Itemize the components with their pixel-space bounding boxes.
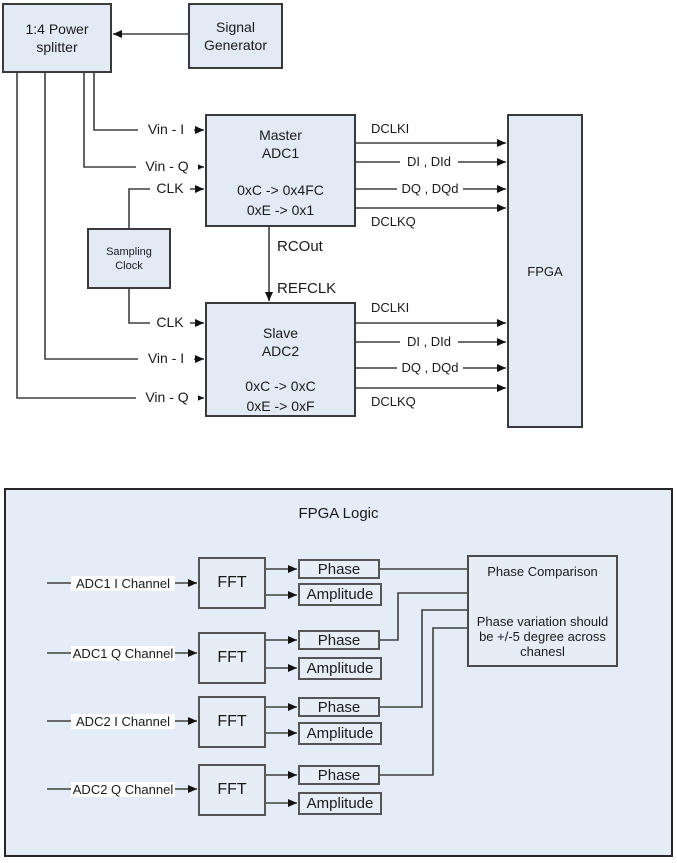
fft-label-2: FFT: [217, 649, 247, 666]
slave-di-label: DI , DId: [400, 334, 458, 349]
amplitude-box-2: Amplitude: [298, 657, 382, 680]
channel-label-adc1-q: ADC1 Q Channel: [71, 646, 175, 661]
fft-box-1: FFT: [198, 557, 266, 609]
fft-label-3: FFT: [217, 713, 247, 730]
clk-slave-label: CLK: [150, 315, 190, 330]
fft-label-4: FFT: [217, 781, 247, 798]
slave-adc2-box: Slave ADC2 0xC -> 0xC 0xE -> 0xF: [205, 302, 356, 417]
sampling-clock-box: Sampling Clock: [87, 228, 171, 289]
phase-label-2: Phase: [317, 631, 361, 649]
phase-comparison-title: Phase Comparison: [487, 564, 598, 579]
channel-label-adc2-i: ADC2 I Channel: [71, 714, 175, 729]
phase-label-4: Phase: [317, 766, 361, 784]
fpga-label: FPGA: [527, 263, 563, 279]
master-adc1-reg1: 0xC -> 0x4FC: [237, 182, 324, 198]
channel-label-adc2-q: ADC2 Q Channel: [71, 782, 175, 797]
fft-box-4: FFT: [198, 764, 266, 816]
phase-box-3: Phase: [298, 697, 380, 717]
power-splitter-box: 1:4 Power splitter: [2, 3, 112, 73]
signal-generator-box: Signal Generator: [188, 3, 283, 69]
signal-generator-label: Signal Generator: [203, 19, 268, 53]
master-adc1-name-line1: Master: [259, 127, 302, 143]
refclk-label: REFCLK: [277, 280, 337, 297]
sampling-clock-label: Sampling Clock: [106, 245, 152, 272]
amplitude-label-2: Amplitude: [306, 660, 374, 677]
master-adc1-box: Master ADC1 0xC -> 0x4FC 0xE -> 0x1: [205, 114, 356, 227]
slave-adc2-name-line1: Slave: [262, 325, 299, 341]
wire-vin-q-master: [83, 73, 204, 171]
fpga-box: FPGA: [507, 114, 583, 428]
fpga-logic-title: FPGA Logic: [298, 505, 379, 522]
phase-label-1: Phase: [317, 560, 361, 578]
master-di-label: DI , DId: [400, 154, 458, 169]
master-dclkq-label: DCLKQ: [371, 214, 416, 229]
fft-box-3: FFT: [198, 696, 266, 748]
vin-i-master-label: Vin - I: [138, 122, 194, 137]
slave-adc2-reg2: 0xE -> 0xF: [246, 398, 315, 414]
vin-q-slave-label: Vin - Q: [136, 390, 198, 405]
vin-i-slave-label: Vin - I: [138, 351, 194, 366]
master-dclki-label: DCLKI: [371, 121, 410, 136]
amplitude-box-3: Amplitude: [298, 722, 382, 745]
amplitude-label-4: Amplitude: [306, 795, 374, 812]
amplitude-label-1: Amplitude: [306, 586, 374, 603]
amplitude-box-4: Amplitude: [298, 792, 382, 815]
phase-comparison-body: Phase variation should be +/-5 degree ac…: [476, 614, 609, 659]
vin-q-master-label: Vin - Q: [136, 159, 198, 174]
slave-dq-label: DQ , DQd: [397, 360, 463, 375]
master-adc1-name-line2: ADC1: [261, 145, 300, 161]
slave-adc2-reg1: 0xC -> 0xC: [245, 378, 316, 394]
clk-master-label: CLK: [150, 181, 190, 196]
master-adc1-reg2: 0xE -> 0x1: [246, 202, 315, 218]
phase-comparison-box: Phase Comparison Phase variation should …: [467, 555, 618, 667]
phase-box-1: Phase: [298, 559, 380, 579]
channel-label-adc1-i: ADC1 I Channel: [71, 576, 175, 591]
slave-dclkq-label: DCLKQ: [371, 394, 416, 409]
master-dq-label: DQ , DQd: [397, 181, 463, 196]
power-splitter-label: 1:4 Power splitter: [25, 21, 89, 55]
slave-adc2-name-line2: ADC2: [261, 343, 300, 359]
fft-box-2: FFT: [198, 632, 266, 684]
phase-box-4: Phase: [298, 765, 380, 785]
amplitude-label-3: Amplitude: [306, 725, 374, 742]
slave-dclki-label: DCLKI: [371, 300, 410, 315]
fft-label-1: FFT: [217, 574, 247, 591]
phase-box-2: Phase: [298, 630, 380, 650]
rcout-label: RCOut: [277, 238, 323, 255]
phase-label-3: Phase: [317, 698, 361, 716]
amplitude-box-1: Amplitude: [298, 583, 382, 606]
